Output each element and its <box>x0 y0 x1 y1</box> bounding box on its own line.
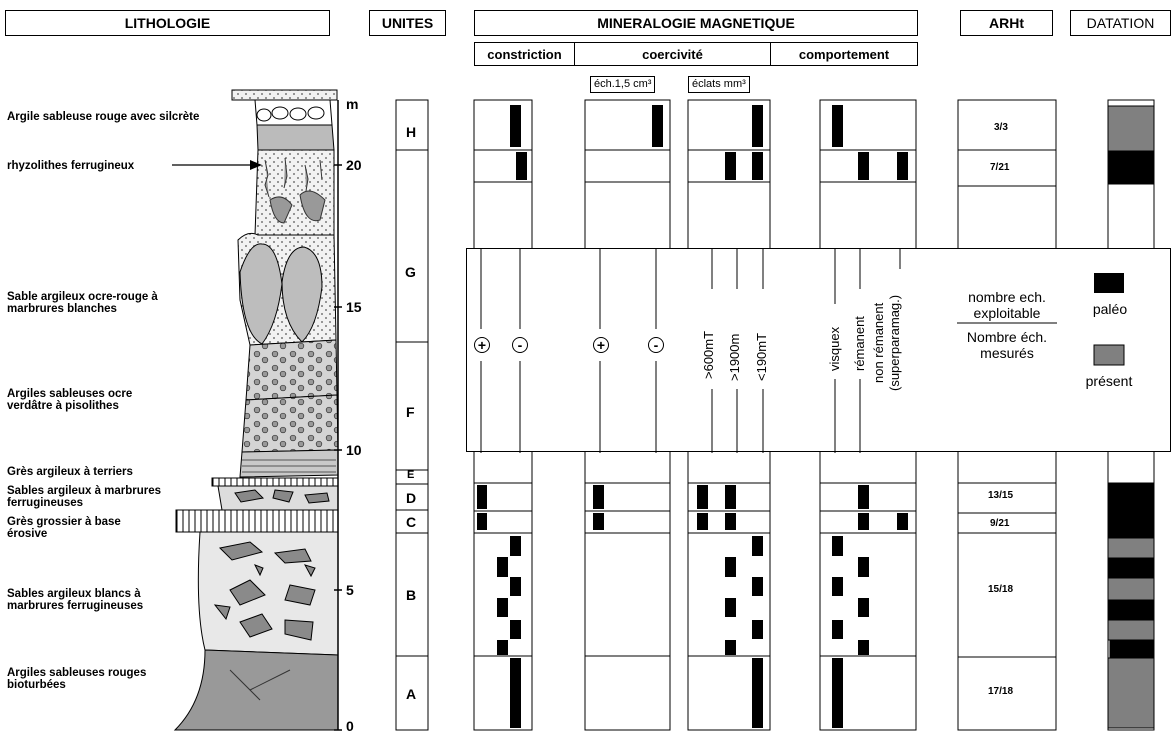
minus-icon: - <box>512 337 528 353</box>
unit-label: C <box>406 514 416 530</box>
legend-box: + - + - >600mT >1900m <190mT visquex rém… <box>466 248 1171 452</box>
legend-arht-bottom: Nombre éch. mesurés <box>947 329 1067 361</box>
unit-label: F <box>406 404 415 420</box>
depth-tick: 5 <box>346 582 354 598</box>
legend-paleo: paléo <box>1085 301 1135 317</box>
litho-label: Grès argileux à terriers <box>7 466 207 478</box>
unit-label: H <box>406 124 416 140</box>
arht-ratio: 3/3 <box>994 122 1008 133</box>
minus-icon: - <box>648 337 664 353</box>
comp-label: non rémanent <box>871 303 886 383</box>
coerc-label: <190mT <box>754 333 769 381</box>
plus-icon: + <box>593 337 609 353</box>
depth-tick: 10 <box>346 442 362 458</box>
litho-label: Grès grossier à base érosive <box>7 516 157 540</box>
depth-unit: m <box>346 96 358 112</box>
unit-label: D <box>406 490 416 506</box>
unit-label: E <box>407 469 414 481</box>
litho-label: Sables argileux blancs à marbrures ferru… <box>7 588 197 612</box>
depth-tick: 15 <box>346 299 362 315</box>
litho-label: Argiles sableuses rouges bioturbées <box>7 667 157 691</box>
plus-icon: + <box>474 337 490 353</box>
arht-ratio: 9/21 <box>990 518 1009 529</box>
litho-label: Sable argileux ocre-rouge à marbrures bl… <box>7 291 202 315</box>
litho-label: Argile sableuse rouge avec silcrète <box>7 111 217 123</box>
coerc-label: >600mT <box>701 331 716 379</box>
lithology-column <box>175 90 338 730</box>
depth-tick: 20 <box>346 157 362 173</box>
unit-label: B <box>406 587 416 603</box>
comp-label: visquex <box>827 327 842 371</box>
comp-label: (superparamag.) <box>887 295 902 391</box>
arht-ratio: 7/21 <box>990 162 1009 173</box>
unit-label: A <box>406 686 416 702</box>
arht-ratio: 13/15 <box>988 490 1013 501</box>
depth-tick: 0 <box>346 718 354 734</box>
arht-ratio: 17/18 <box>988 686 1013 697</box>
unit-label: G <box>405 264 416 280</box>
comp-label: rémanent <box>852 316 867 371</box>
litho-label: Sables argileux à marbrures ferrugineuse… <box>7 485 172 509</box>
litho-label: Argiles sableuses ocre verdâtre à pisoli… <box>7 388 177 412</box>
litho-label: rhyzolithes ferrugineux <box>7 160 177 172</box>
coerc-label: >1900m <box>727 334 742 381</box>
legend-arht-top: nombre ech. exploitable <box>947 289 1067 321</box>
arht-ratio: 15/18 <box>988 584 1013 595</box>
legend-present: présent <box>1079 373 1139 389</box>
